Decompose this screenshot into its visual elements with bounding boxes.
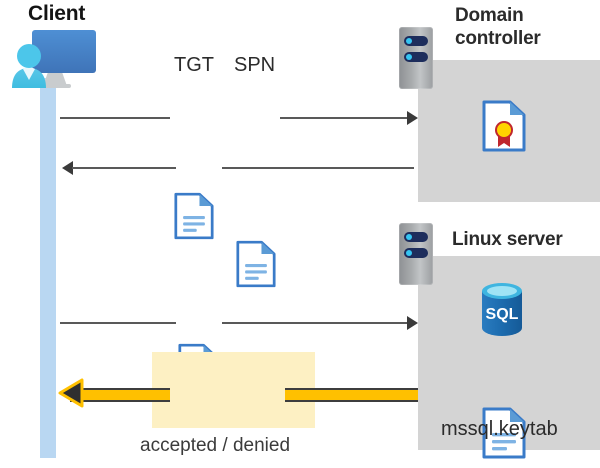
- result-arrow-shaft-right: [285, 388, 418, 402]
- spn-document-icon: [236, 240, 600, 288]
- tgt-document-icon: [174, 192, 600, 240]
- client-lifeline: [40, 78, 56, 458]
- sql-database-label: SQL: [486, 306, 519, 323]
- request-line-left: [60, 117, 170, 119]
- client-computer-icon: [6, 28, 98, 90]
- domain-controller-server-icon: [399, 27, 433, 89]
- result-arrow-shaft-left: [70, 388, 170, 402]
- linux-server-title: Linux server: [452, 229, 563, 250]
- request-line-right: [280, 117, 408, 119]
- spn-label: SPN: [234, 54, 276, 76]
- sql-database-icon: SQL: [476, 281, 528, 344]
- result-caption: accepted / denied: [140, 435, 291, 456]
- certificate-document-icon: [482, 100, 600, 152]
- tgt-label: TGT: [174, 54, 214, 76]
- service-request-line-right: [222, 322, 408, 324]
- keytab-document-icon: [482, 407, 600, 459]
- service-request-arrowhead: [407, 316, 418, 330]
- ticket-reply-line-right: [222, 167, 414, 169]
- domain-controller-title-line1: Domain: [455, 5, 524, 26]
- domain-controller-title: Domain controller: [455, 4, 541, 50]
- service-request-line-left: [60, 322, 176, 324]
- client-title: Client: [28, 2, 86, 25]
- ticket-reply-line-left: [72, 167, 176, 169]
- keytab-filename-label: mssql.keytab: [441, 418, 558, 440]
- linux-server-server-icon: [399, 223, 433, 285]
- request-arrowhead: [407, 111, 418, 125]
- domain-controller-title-line2: controller: [455, 28, 541, 49]
- ticket-reply-arrowhead: [62, 161, 73, 175]
- result-arrowhead: [58, 378, 84, 413]
